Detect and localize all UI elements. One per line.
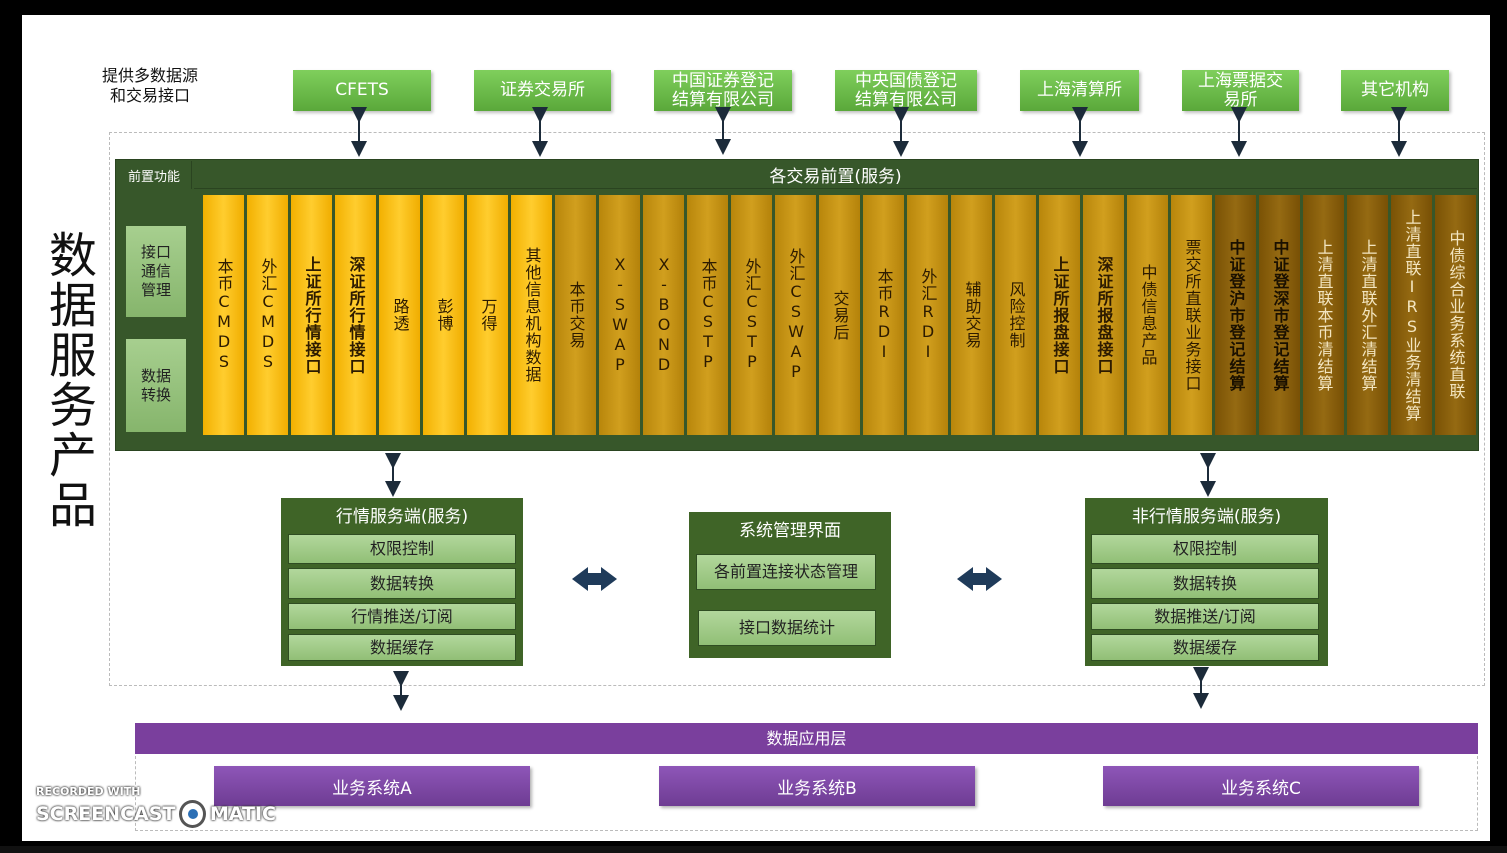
front-column: 本币RDI [863, 195, 904, 435]
front-column: 上清直联IRS业务清结算 [1391, 195, 1432, 435]
slide: 数据服务产品 提供多数据源 和交易接口 CFETS 证券交易所 中国证券登记 结… [22, 15, 1490, 841]
front-left-header: 前置功能 [117, 161, 192, 189]
business-system-a: 业务系统A [214, 766, 530, 806]
double-arrow-left [572, 567, 617, 591]
watermark-line1: RECORDED WITH [36, 785, 141, 798]
system-mgmt-item: 接口数据统计 [698, 610, 876, 646]
front-column: 风险控制 [995, 195, 1036, 435]
double-arrow-right [957, 567, 1002, 591]
service-outline [109, 132, 1485, 686]
nonmarket-service-item: 权限控制 [1091, 534, 1319, 564]
source-shclearing: 上海清算所 [1020, 70, 1139, 111]
front-column: 上清直联外汇清结算 [1347, 195, 1388, 435]
app-layer-outline [135, 756, 1478, 831]
bottom-strip [0, 846, 1507, 853]
watermark: RECORDED WITH SCREENCAST MATIC [36, 785, 276, 835]
market-service-item: 行情推送/订阅 [288, 603, 516, 630]
front-column: 深证所报盘接口 [1083, 195, 1124, 435]
front-column: 本币CSTP [687, 195, 728, 435]
record-icon [179, 800, 206, 828]
market-service-item: 数据转换 [288, 568, 516, 599]
front-column: X-BOND [643, 195, 684, 435]
source-ccdc: 中央国债登记 结算有限公司 [835, 70, 977, 111]
front-column: 深证所行情接口 [335, 195, 376, 435]
watermark-line2b: MATIC [209, 803, 276, 825]
front-column: 上清直联本币清结算 [1303, 195, 1344, 435]
source-arrows [351, 107, 1407, 711]
nonmarket-service-item: 数据转换 [1091, 568, 1319, 599]
front-column: 上证所行情接口 [291, 195, 332, 435]
source-shcpe: 上海票据交 易所 [1182, 70, 1299, 111]
front-column: 交易后 [819, 195, 860, 435]
business-system-b: 业务系统B [659, 766, 975, 806]
front-column: 中证登沪市登记结算 [1215, 195, 1256, 435]
source-stock-exchange: 证券交易所 [474, 70, 611, 111]
market-service-item: 权限控制 [288, 534, 516, 564]
front-column: 彭博 [423, 195, 464, 435]
system-mgmt-title: 系统管理界面 [739, 521, 841, 541]
source-other: 其它机构 [1341, 70, 1449, 111]
front-column: 路透 [379, 195, 420, 435]
front-left-item-convert: 数据 转换 [126, 339, 186, 432]
front-header: 各交易前置(服务) [194, 161, 1477, 189]
front-column: 中债综合业务系统直联 [1435, 195, 1476, 435]
side-title: 数据服务产品 [40, 230, 96, 530]
source-csdc: 中国证券登记 结算有限公司 [654, 70, 792, 111]
front-column: 票交所直联业务接口 [1171, 195, 1212, 435]
front-column: 外汇CSWAP [775, 195, 816, 435]
front-column: 其他信息机构数据 [511, 195, 552, 435]
business-system-c: 业务系统C [1103, 766, 1419, 806]
front-column: 外汇CMDS [247, 195, 288, 435]
front-column: 中债信息产品 [1127, 195, 1168, 435]
front-column: 外汇RDI [907, 195, 948, 435]
system-mgmt-item: 各前置连接状态管理 [696, 554, 876, 590]
source-cfets: CFETS [293, 70, 431, 111]
nonmarket-service-item: 数据推送/订阅 [1091, 603, 1319, 630]
app-layer-bar: 数据应用层 [135, 723, 1478, 754]
front-column: 中证登深市登记结算 [1259, 195, 1300, 435]
watermark-line2a: SCREENCAST [36, 803, 176, 825]
front-column: 万得 [467, 195, 508, 435]
front-column: 外汇CSTP [731, 195, 772, 435]
front-column: 上证所报盘接口 [1039, 195, 1080, 435]
market-service-item: 数据缓存 [288, 634, 516, 661]
front-column: 本币CMDS [203, 195, 244, 435]
front-column: X-SWAP [599, 195, 640, 435]
nonmarket-service-title: 非行情服务端(服务) [1131, 507, 1282, 527]
source-note: 提供多数据源 和交易接口 [101, 66, 198, 105]
market-service-title: 行情服务端(服务) [335, 507, 469, 527]
front-left-item-interface: 接口 通信 管理 [126, 226, 186, 317]
nonmarket-service-item: 数据缓存 [1091, 634, 1319, 661]
front-column: 辅助交易 [951, 195, 992, 435]
front-column: 本币交易 [555, 195, 596, 435]
